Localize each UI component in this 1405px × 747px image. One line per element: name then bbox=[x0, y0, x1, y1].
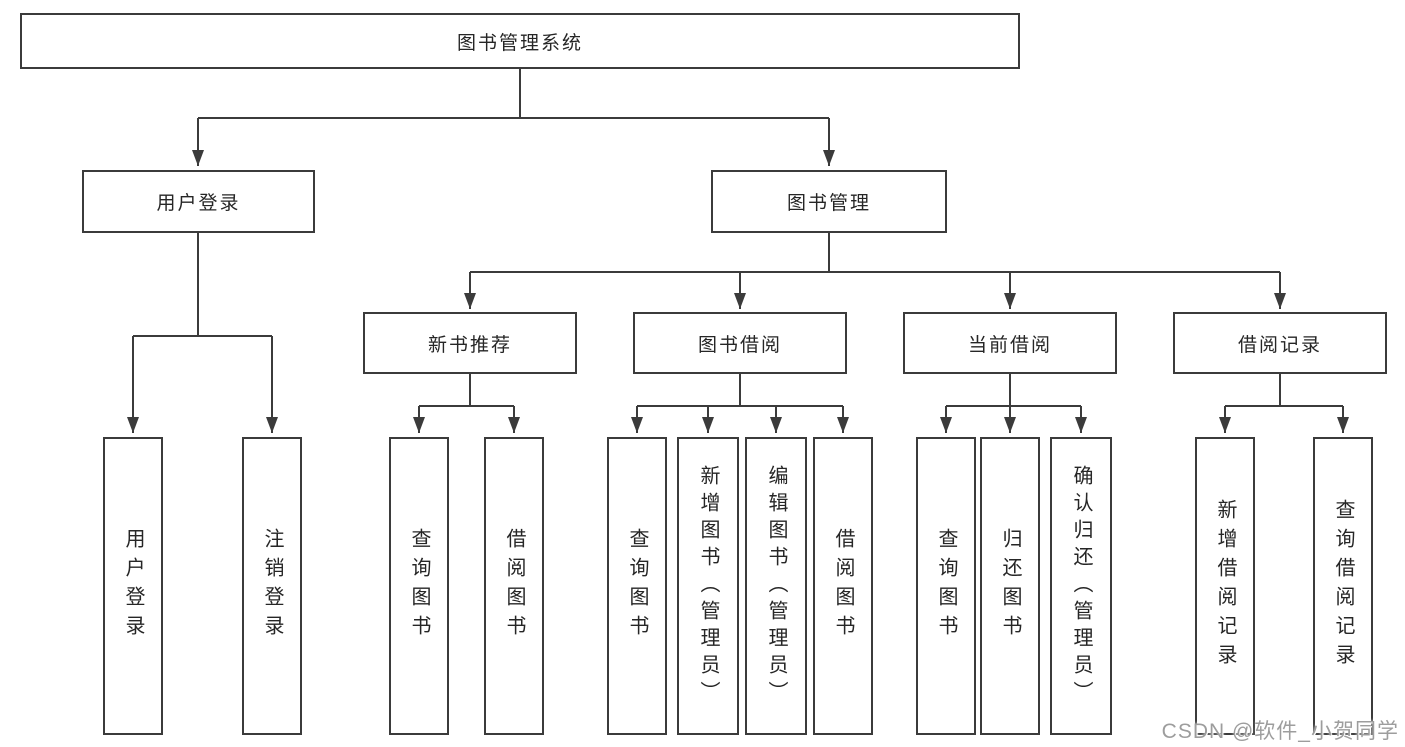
node-new-book-recommend: 新书推荐 bbox=[363, 312, 577, 374]
connector bbox=[637, 374, 843, 407]
node-leaf-confirm-return-admin: 确认归还（管理员） bbox=[1050, 437, 1112, 735]
connector bbox=[470, 233, 1280, 273]
connector bbox=[198, 69, 829, 119]
connector bbox=[1225, 374, 1343, 407]
node-leaf-search-borrow-record: 查询借阅记录 bbox=[1313, 437, 1373, 735]
node-leaf-return-books: 归还图书 bbox=[980, 437, 1040, 735]
node-leaf-user-login: 用户登录 bbox=[103, 437, 163, 735]
node-leaf-edit-books-admin: 编辑图书（管理员） bbox=[745, 437, 807, 735]
connector bbox=[419, 374, 514, 407]
node-library-system: 图书管理系统 bbox=[20, 13, 1020, 69]
node-borrow-record: 借阅记录 bbox=[1173, 312, 1387, 374]
node-leaf-search-books-current: 查询图书 bbox=[916, 437, 976, 735]
connector bbox=[946, 374, 1081, 407]
node-leaf-borrow-books-recommend: 借阅图书 bbox=[484, 437, 544, 735]
node-book-borrow: 图书借阅 bbox=[633, 312, 847, 374]
node-leaf-add-borrow-record: 新增借阅记录 bbox=[1195, 437, 1255, 735]
node-leaf-logout: 注销登录 bbox=[242, 437, 302, 735]
node-user-login: 用户登录 bbox=[82, 170, 315, 233]
node-current-borrow: 当前借阅 bbox=[903, 312, 1117, 374]
node-leaf-borrow-books: 借阅图书 bbox=[813, 437, 873, 735]
node-leaf-search-books-borrow: 查询图书 bbox=[607, 437, 667, 735]
node-leaf-add-books-admin: 新增图书（管理员） bbox=[677, 437, 739, 735]
node-leaf-search-books-recommend: 查询图书 bbox=[389, 437, 449, 735]
node-book-management: 图书管理 bbox=[711, 170, 947, 233]
connector bbox=[133, 233, 272, 337]
csdn-watermark: CSDN @软件_小贺同学 bbox=[1161, 720, 1399, 743]
